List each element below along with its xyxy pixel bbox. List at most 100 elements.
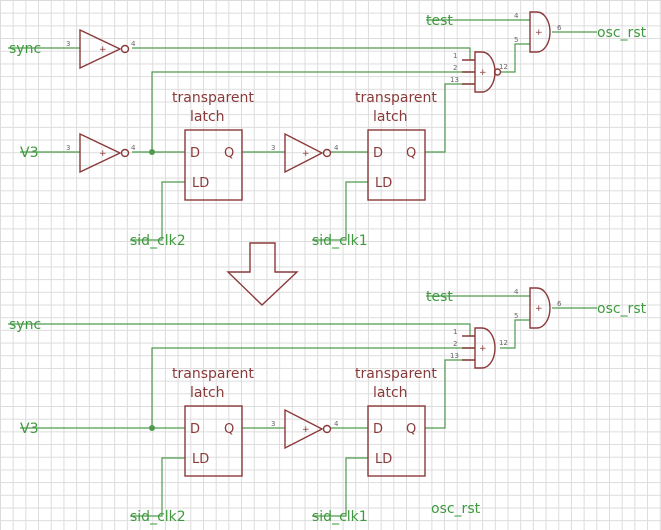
pin-number: 5: [514, 36, 518, 44]
pin-number: 4: [131, 144, 136, 152]
pin-number: 1: [453, 328, 457, 336]
net-label-osc-rst-bottom: osc_rst: [431, 501, 481, 517]
and-gate-2input[interactable]: + 4 5 6: [514, 287, 562, 329]
inverter-mid[interactable]: + 3 4: [271, 408, 339, 450]
pin-number: 1: [453, 52, 457, 60]
inverter-bubble: [120, 44, 130, 54]
wire-latch2-q: [425, 359, 475, 429]
pin-number: 3: [271, 420, 275, 428]
net-label-v3: V3: [20, 145, 38, 161]
pin-number: 4: [514, 12, 519, 20]
wire-latch2-q: [425, 83, 475, 153]
latch-d-label: D: [190, 146, 200, 161]
latch-title-line1: transparent: [172, 366, 254, 382]
net-label-test: test: [426, 13, 453, 29]
and-gate-pins: [462, 335, 475, 361]
pin-number: 13: [450, 76, 459, 84]
latch-1[interactable]: transparent latch D Q LD: [172, 90, 254, 201]
latch-q-label: Q: [224, 146, 234, 161]
pin-number: 3: [66, 144, 70, 152]
pin-number: 4: [131, 40, 136, 48]
inverter-bubble: [322, 148, 332, 158]
pin-number: 13: [450, 352, 459, 360]
and-symbol: +: [479, 344, 487, 354]
pin-number: 5: [514, 312, 518, 320]
and-gate-2input[interactable]: + 4 5 6: [514, 11, 562, 53]
and-gate-body: [529, 287, 551, 329]
pin-number: 6: [557, 300, 562, 308]
wire-sid-clk1: [312, 181, 368, 241]
inverter-body: [79, 28, 122, 70]
and-gate-3input[interactable]: + 1 2 13 12: [450, 327, 508, 369]
net-label-osc-rst: osc_rst: [597, 301, 647, 317]
latch-q-label: Q: [224, 422, 234, 437]
wire-and-to-and2: [500, 319, 530, 349]
junction-dot: [149, 149, 155, 155]
bottom-circuit: transparent latch D Q LD + 3 4 transpare…: [8, 287, 647, 525]
net-label-sync: sync: [9, 317, 41, 333]
latch-title-line2: latch: [373, 109, 408, 125]
wire-branch-to-and: [151, 347, 475, 428]
latch-body: [184, 405, 243, 477]
down-arrow-icon: [226, 242, 299, 306]
inverter-body: [284, 132, 324, 174]
latch-d-label: D: [373, 422, 383, 437]
latch-q-label: Q: [406, 422, 416, 437]
latch-body: [367, 129, 426, 201]
latch-ld-label: LD: [192, 452, 209, 467]
buffer-symbol: +: [302, 149, 310, 159]
buffer-symbol: +: [99, 45, 107, 55]
latch-title-line2: latch: [190, 109, 225, 125]
pin-number: 4: [514, 288, 519, 296]
top-circuit: + 3 4 + 3 4 transparent latch D Q LD + 3: [8, 11, 647, 249]
latch-title-line1: transparent: [355, 366, 437, 382]
net-label-sync: sync: [9, 41, 41, 57]
inverter-v3[interactable]: + 3 4: [66, 132, 136, 174]
and-symbol: +: [479, 68, 487, 78]
net-label-sid-clk2: sid_clk2: [130, 233, 186, 249]
inverter-bubble: [120, 148, 130, 158]
inverter-bubble: [322, 424, 332, 434]
pin-number: 12: [499, 339, 508, 347]
inverter-body: [284, 408, 324, 450]
wire-and-to-and2: [500, 43, 530, 73]
buffer-symbol: +: [302, 425, 310, 435]
latch-title-line1: transparent: [172, 90, 254, 106]
pin-number: 2: [453, 64, 457, 72]
wire-sid-clk2: [130, 457, 185, 517]
wire-branch-to-and: [151, 71, 475, 152]
net-label-test: test: [426, 289, 453, 305]
and-gate-body: [529, 11, 551, 53]
junction-dot: [149, 425, 155, 431]
latch-ld-label: LD: [375, 452, 392, 467]
latch-title-line1: transparent: [355, 90, 437, 106]
net-label-sid-clk1: sid_clk1: [312, 233, 368, 249]
and-symbol: +: [535, 28, 543, 38]
pin-number: 4: [334, 420, 339, 428]
buffer-symbol: +: [99, 149, 107, 159]
nand-bubble: [493, 68, 502, 76]
wire-sid-clk2: [130, 181, 185, 241]
net-label-sid-clk2: sid_clk2: [130, 509, 186, 525]
latch-2[interactable]: transparent latch D Q LD: [355, 366, 437, 477]
inverter-sync[interactable]: + 3 4: [66, 28, 136, 70]
and-gate-body: [474, 327, 496, 369]
latch-ld-label: LD: [192, 176, 209, 191]
inverter-mid[interactable]: + 3 4: [271, 132, 339, 174]
latch-d-label: D: [190, 422, 200, 437]
wire-sid-clk1: [312, 457, 368, 517]
net-label-v3: V3: [20, 421, 38, 437]
pin-number: 3: [66, 40, 70, 48]
pin-number: 4: [334, 144, 339, 152]
and-gate-pins: [462, 59, 475, 85]
net-label-sid-clk1: sid_clk1: [312, 509, 368, 525]
latch-ld-label: LD: [375, 176, 392, 191]
latch-2[interactable]: transparent latch D Q LD: [355, 90, 437, 201]
and-gate-3input[interactable]: + 1 2 13 12: [450, 51, 508, 93]
latch-title-line2: latch: [190, 385, 225, 401]
inverter-body: [79, 132, 122, 174]
pin-number: 3: [271, 144, 275, 152]
latch-1[interactable]: transparent latch D Q LD: [172, 366, 254, 477]
latch-body: [184, 129, 243, 201]
